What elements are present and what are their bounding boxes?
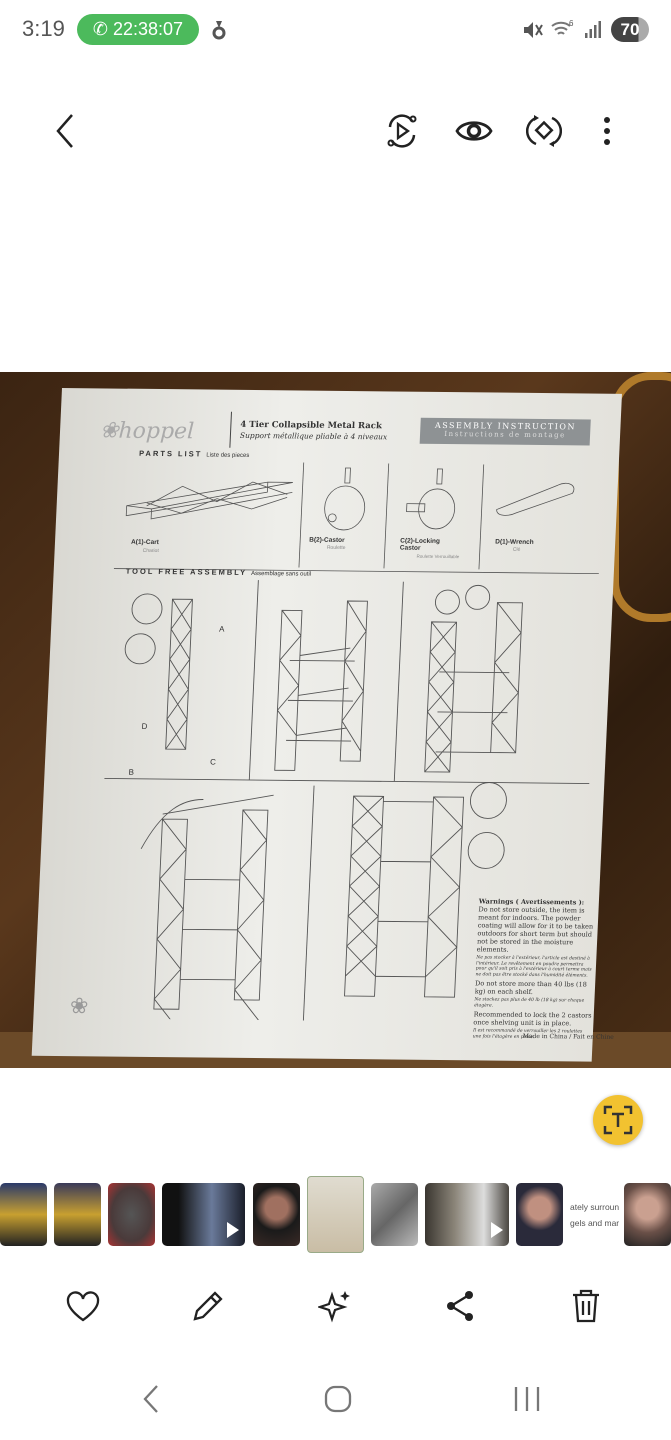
- thumbnail-video[interactable]: [162, 1183, 245, 1246]
- thumbnail-video[interactable]: [425, 1183, 509, 1246]
- clock: 3:19: [22, 16, 65, 41]
- ai-sparkle-icon[interactable]: [318, 1289, 352, 1323]
- warning-text: Do not store outside, the item is meant …: [476, 905, 594, 954]
- callout-a: A: [219, 625, 225, 634]
- share-icon[interactable]: [443, 1289, 477, 1323]
- signal-icon: [585, 21, 601, 38]
- assembly-illustration: A B C D: [104, 580, 590, 1024]
- status-bar: 3:19 ✆22:38:07 6 70: [0, 0, 671, 58]
- photo-viewer-image[interactable]: ❀hoppel 4 Tier Collapsible Metal Rack Su…: [0, 372, 671, 1068]
- delete-icon[interactable]: [570, 1288, 602, 1324]
- battery-icon: 70: [611, 17, 649, 42]
- back-nav-icon[interactable]: [140, 1384, 162, 1414]
- part-c-fr: Roulette Verrouillable: [416, 553, 460, 560]
- made-in: Made in China / Fait en Chine: [522, 1032, 614, 1041]
- call-chip[interactable]: ✆22:38:07: [77, 14, 199, 45]
- call-timer: 22:38:07: [113, 19, 184, 39]
- eye-icon[interactable]: [454, 116, 494, 146]
- remaster-play-icon[interactable]: [384, 113, 420, 149]
- thumbnail-selected[interactable]: [307, 1176, 364, 1253]
- part-d-label: D(1)-Wrench: [495, 538, 534, 546]
- callout-c: C: [210, 758, 216, 767]
- location-icon: [212, 21, 226, 40]
- thumbnail[interactable]: [54, 1183, 101, 1246]
- play-icon: [227, 1222, 239, 1238]
- favorite-icon[interactable]: [65, 1291, 101, 1323]
- thumbnail[interactable]: [108, 1183, 155, 1246]
- warnings-block: Warnings ( Avertissements ): Do not stor…: [473, 897, 597, 1040]
- rotate-icon[interactable]: [526, 113, 562, 149]
- brand-mark-icon: ❀: [69, 993, 89, 1019]
- instruction-sheet: ❀hoppel 4 Tier Collapsible Metal Rack Su…: [31, 388, 622, 1062]
- callout-b: B: [128, 768, 134, 777]
- svg-text:6: 6: [569, 19, 574, 28]
- part-c-label: C(2)-Locking Castor: [399, 537, 441, 552]
- product-subtitle: Support métallique pliable à 4 niveaux: [239, 430, 388, 442]
- thumbnail[interactable]: [253, 1183, 300, 1246]
- thumbnail[interactable]: [624, 1183, 671, 1246]
- part-a-label: A(1)-Cart: [130, 538, 159, 547]
- part-d-fr: Clé: [512, 546, 521, 553]
- more-options-icon[interactable]: [601, 116, 613, 148]
- back-icon[interactable]: [50, 112, 80, 150]
- recents-nav-icon[interactable]: [512, 1385, 542, 1413]
- part-b-fr: Roulette: [326, 544, 346, 551]
- brand-logo: ❀hoppel: [99, 418, 195, 445]
- thumbnail[interactable]: [0, 1183, 47, 1246]
- warning-text-fr: Ne pas stocker à l'extérieur, l'article …: [475, 955, 592, 979]
- edit-icon[interactable]: [191, 1289, 225, 1323]
- product-title: 4 Tier Collapsible Metal Rack: [240, 419, 383, 432]
- play-icon: [491, 1222, 503, 1238]
- thumbnail[interactable]: [371, 1183, 418, 1246]
- thumbnail[interactable]: [516, 1183, 563, 1246]
- divider: [229, 411, 232, 448]
- wifi-6-icon: 6: [551, 19, 574, 35]
- assembly-heading: TOOL FREE ASSEMBLY Assemblage sans outil: [125, 566, 312, 578]
- warning-text: Do not store more than 40 lbs (18 kg) on…: [474, 979, 587, 996]
- text-scan-button[interactable]: [593, 1095, 643, 1145]
- part-a-fr: Chariot: [142, 547, 159, 555]
- home-nav-icon[interactable]: [323, 1384, 353, 1414]
- phone-icon: ✆: [92, 19, 108, 39]
- part-b-label: B(2)-Castor: [309, 536, 345, 544]
- parts-illustration: [113, 462, 599, 575]
- warning-text-fr: Ne stockez pas plus de 40 lb (18 kg) sur…: [474, 997, 585, 1009]
- mute-icon: [524, 22, 543, 38]
- callout-d: D: [141, 722, 147, 731]
- parts-heading: PARTS LIST Liste des pieces: [138, 448, 250, 459]
- warning-text: Recommended to lock the 2 castors once s…: [473, 1010, 592, 1028]
- text-scan-icon: [603, 1105, 633, 1135]
